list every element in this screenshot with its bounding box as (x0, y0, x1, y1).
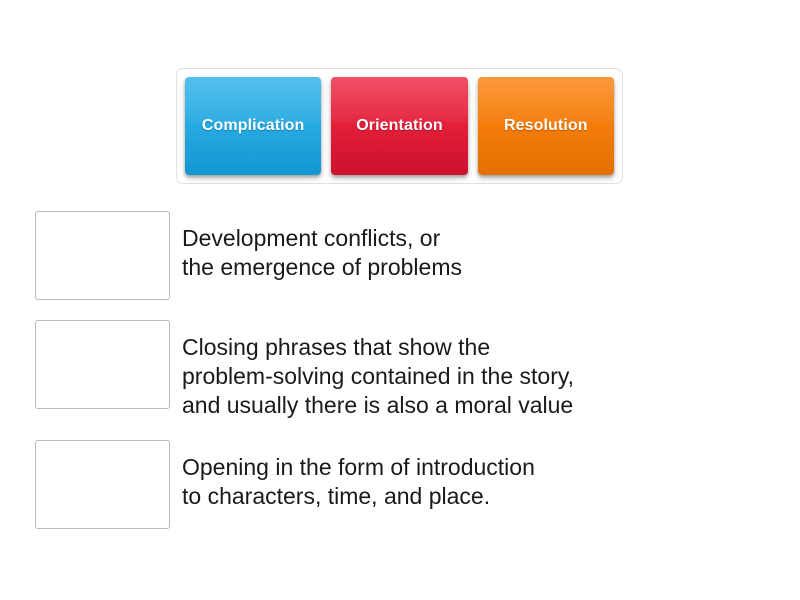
answer-row: Closing phrases that show the problem-so… (35, 320, 765, 420)
draggable-tile-tray: Complication Orientation Resolution (176, 68, 623, 184)
dropzone-1[interactable] (35, 211, 170, 300)
answer-row-list: Development conflicts, or the emergence … (35, 211, 765, 549)
row-description-3: Opening in the form of introduction to c… (182, 454, 535, 509)
row-description-1: Development conflicts, or the emergence … (182, 225, 462, 280)
draggable-tile-resolution[interactable]: Resolution (477, 77, 615, 175)
tile-label: Resolution (503, 117, 588, 134)
dropzone-2[interactable] (35, 320, 170, 409)
dropzone-3[interactable] (35, 440, 170, 529)
draggable-tile-orientation[interactable]: Orientation (331, 77, 468, 175)
answer-row: Opening in the form of introduction to c… (35, 440, 765, 529)
tile-label: Orientation (356, 117, 443, 134)
answer-row: Development conflicts, or the emergence … (35, 211, 765, 300)
tile-label: Complication (201, 117, 305, 134)
draggable-tile-complication[interactable]: Complication (185, 77, 322, 175)
row-description-2: Closing phrases that show the problem-so… (182, 334, 575, 418)
